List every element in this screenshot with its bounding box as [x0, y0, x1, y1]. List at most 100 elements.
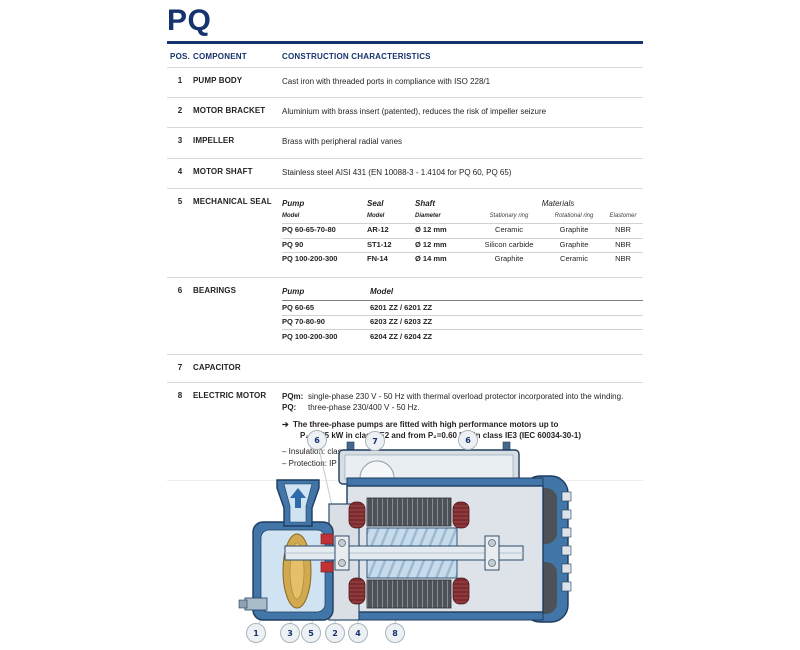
discharge-port — [276, 479, 320, 527]
component-description — [282, 363, 643, 372]
table-row-impeller: 3 IMPELLER Brass with peripheral radial … — [167, 128, 643, 159]
table-row-capacitor: 7 CAPACITOR — [167, 355, 643, 383]
note-line1: The three-phase pumps are fitted with hi… — [293, 419, 559, 429]
seal-cell: NBR — [603, 237, 643, 253]
svg-text:6: 6 — [314, 436, 320, 445]
pos-number: 7 — [177, 362, 183, 372]
component-name: BEARINGS — [193, 285, 237, 295]
svg-text:7: 7 — [372, 437, 378, 446]
arrow-icon: ➔ — [282, 419, 289, 429]
electric-motor-details: PQm: single-phase 230 V - 50 Hz with the… — [282, 391, 643, 470]
flow-arrow-icon — [290, 488, 306, 508]
pos-number: 6 — [177, 285, 183, 295]
component-name: MOTOR BRACKET — [193, 106, 266, 116]
component-name: PUMP BODY — [193, 76, 243, 85]
table-row-motor-shaft: 4 MOTOR SHAFT Stainless steel AISI 431 (… — [167, 159, 643, 189]
component-name: ELECTRIC MOTOR — [193, 390, 267, 400]
bearings-cell: 6203 ZZ / 6203 ZZ — [370, 314, 643, 330]
seal-cell: Graphite — [545, 223, 603, 238]
component-description: Brass with peripheral radial vanes — [282, 137, 403, 147]
component-name: MECHANICAL SEAL — [193, 196, 272, 206]
insulation-note: – Insulation: class F — [282, 447, 353, 457]
bearings-col-pump: Pump — [282, 286, 370, 302]
stator-shape — [366, 497, 452, 609]
seal-subcol-diameter: Diameter — [415, 212, 441, 219]
callout-1: 1 — [246, 623, 266, 643]
pos-number: 5 — [177, 196, 183, 206]
seal-cell: FN-14 — [367, 252, 415, 267]
svg-text:1: 1 — [253, 629, 259, 638]
mechanical-seal-table: Pump Seal Shaft Materials Model Model Di… — [282, 197, 643, 267]
pqm-label: PQm: — [282, 391, 304, 401]
winding-coils — [348, 501, 470, 605]
component-header: COMPONENT — [193, 52, 247, 61]
seal-col-materials: Materials — [541, 198, 575, 208]
pq-label: PQ: — [282, 402, 297, 412]
pq-text: three-phase 230/400 V - 50 Hz. — [308, 402, 420, 412]
svg-text:3: 3 — [287, 629, 293, 638]
bearings-cell: PQ 100-200-300 — [282, 329, 370, 344]
pos-header: POS. — [170, 52, 190, 61]
protection-note: – Protection: IP X4 — [282, 459, 349, 469]
seal-cell: Ceramic — [473, 223, 545, 238]
pos-number: 1 — [177, 76, 183, 85]
component-description: Cast iron with threaded ports in complia… — [282, 77, 491, 86]
spec-content: PQ POS. COMPONENT CONSTRUCTION CHARACTER… — [167, 6, 643, 481]
seal-cell: Graphite — [545, 237, 603, 253]
component-name: CAPACITOR — [193, 362, 241, 372]
bearing-front — [334, 535, 350, 571]
callout-5: 5 — [301, 623, 321, 643]
bearings-cell: PQ 70-80-90 — [282, 314, 370, 330]
seal-subcol-elastomer: Elastomer — [609, 212, 637, 219]
pqm-text: single-phase 230 V - 50 Hz with thermal … — [308, 391, 624, 401]
seal-subcol-rotational: Rotational ring — [554, 212, 594, 219]
seal-cell: PQ 60-65-70-80 — [282, 223, 367, 238]
impeller-shape — [282, 533, 312, 609]
seal-cell: Ceramic — [545, 252, 603, 267]
seal-subcol-seal-model: Model — [367, 212, 385, 219]
svg-text:2: 2 — [332, 629, 338, 638]
seal-cell: Ø 14 mm — [415, 252, 473, 267]
note-lines: The three-phase pumps are fitted with hi… — [293, 419, 581, 441]
seal-cell: NBR — [603, 223, 643, 238]
pos-number: 4 — [177, 166, 183, 176]
callout-8: 8 — [385, 623, 405, 643]
seal-cell: PQ 100-200-300 — [282, 252, 367, 267]
seal-cell: NBR — [603, 252, 643, 267]
bearings-cell: 6201 ZZ / 6201 ZZ — [370, 302, 433, 312]
bearings-col-model: Model — [370, 286, 643, 302]
seal-col-shaft: Shaft — [415, 198, 435, 208]
component-description: Stainless steel AISI 431 (EN 10088-3 - 1… — [282, 167, 512, 177]
seal-cell: Ø 12 mm — [415, 223, 473, 238]
seal-subcol-pump-model: Model — [282, 212, 300, 219]
callout-6-right: 6 — [458, 430, 478, 450]
svg-text:6: 6 — [465, 436, 471, 445]
table-row-mechanical-seal: 5 MECHANICAL SEAL Pump Seal Shaft Materi… — [167, 189, 643, 278]
table-row-pump-body: 1 PUMP BODY Cast iron with threaded port… — [167, 68, 643, 99]
svg-text:8: 8 — [392, 629, 398, 638]
seal-cell: AR-12 — [367, 223, 415, 238]
callout-4: 4 — [348, 623, 368, 643]
pump-cutaway-diagram: 6 7 6 1 3 5 2 4 — [238, 430, 572, 643]
seal-cell: Graphite — [473, 252, 545, 267]
callout-7: 7 — [365, 431, 385, 451]
svg-text:4: 4 — [355, 629, 361, 638]
table-row-motor-bracket: 2 MOTOR BRACKET Aluminium with brass ins… — [167, 98, 643, 129]
callout-2: 2 — [325, 623, 345, 643]
seal-cell: Ø 12 mm — [415, 237, 473, 253]
seal-cell: PQ 90 — [282, 237, 367, 253]
pos-number: 2 — [177, 106, 183, 116]
callout-3: 3 — [280, 623, 300, 643]
bearings-cell: 6204 ZZ / 6204 ZZ — [370, 329, 643, 344]
seal-subcol-stationary: Stationary ring — [489, 212, 529, 219]
component-description: Aluminium with brass insert (patented), … — [282, 107, 547, 117]
callout-6-left: 6 — [307, 430, 327, 450]
mechanical-seal-shape — [320, 533, 334, 573]
seal-col-pump: Pump — [282, 198, 305, 208]
svg-text:5: 5 — [308, 629, 314, 638]
seal-cell: ST1-12 — [367, 237, 415, 253]
component-name: MOTOR SHAFT — [193, 166, 253, 176]
characteristics-header: CONSTRUCTION CHARACTERISTICS — [282, 52, 431, 61]
page-title: PQ — [167, 6, 643, 44]
